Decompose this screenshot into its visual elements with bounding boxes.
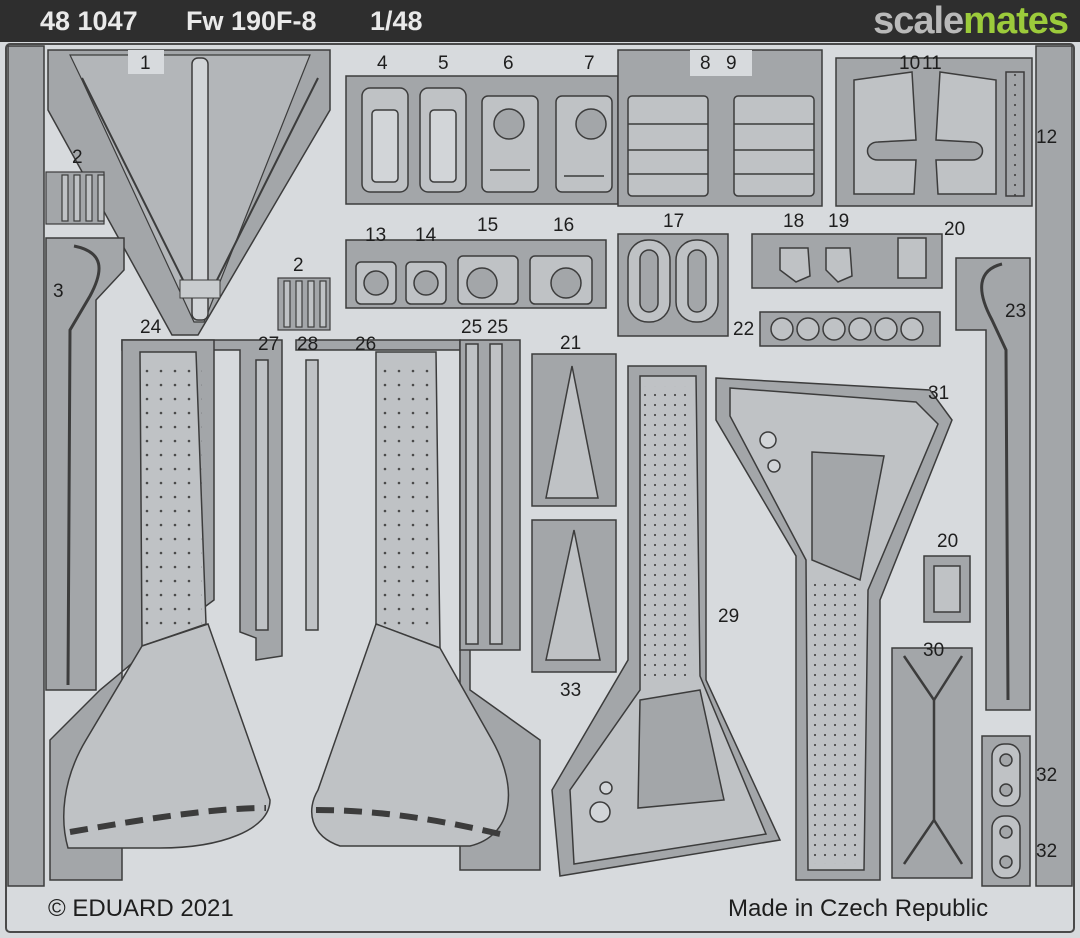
parts-18-20-levers [751, 233, 971, 623]
part-label: 6 [503, 53, 514, 74]
parts-4-7-panels [345, 75, 619, 205]
part-label: 4 [377, 53, 388, 74]
part-label: 20 [944, 219, 966, 240]
part-label: 31 [928, 383, 950, 404]
model-name: Fw 190F-8 [186, 6, 317, 36]
part-label: 20 [937, 531, 959, 552]
copyright-text: © EDUARD 2021 [48, 895, 234, 922]
catalog-number: 48 1047 [40, 6, 138, 36]
part-1-shape [47, 49, 331, 336]
part-label: 16 [553, 215, 575, 236]
part-label: 7 [584, 53, 595, 74]
part-label: 19 [828, 211, 850, 232]
part-label: 3 [53, 281, 64, 302]
part-label: 21 [560, 333, 582, 354]
part-label: 2 [293, 255, 304, 276]
part-label: 32 [1036, 765, 1058, 786]
watermark-part1: scale [873, 0, 964, 42]
part-label: 25 [487, 317, 509, 338]
header-bar: 48 1047 Fw 190F-8 1/48 scalemates [0, 0, 1080, 42]
part-label: 23 [1005, 301, 1027, 322]
part-31-panel [715, 377, 953, 881]
part-22-washers [759, 311, 941, 347]
part-29-panel [551, 365, 782, 877]
part-17-slots [617, 233, 729, 337]
part-label: 8 [700, 53, 711, 74]
part-label: 5 [438, 53, 449, 74]
part-label: 1 [140, 53, 151, 74]
scale-label: 1/48 [370, 6, 423, 36]
origin-text: Made in Czech Republic [728, 895, 989, 922]
part-2-strips [45, 171, 331, 331]
part-label: 9 [726, 53, 737, 74]
part-label: 10 [899, 53, 921, 74]
part-label: 30 [923, 640, 945, 661]
part-label: 11 [922, 53, 942, 74]
part-24-harness [49, 339, 283, 881]
part-label: 13 [365, 225, 387, 246]
scalemates-watermark: scalemates [873, 0, 1069, 42]
part-label: 12 [1036, 127, 1058, 148]
part-3-and-23-rods [45, 237, 1031, 711]
part-label: 17 [663, 211, 685, 232]
part-label: 28 [297, 334, 319, 355]
part-label: 22 [733, 319, 755, 340]
watermark-part2: mates [963, 0, 1069, 42]
parts-10-12-panels [835, 57, 1033, 207]
part-label: 2 [72, 147, 83, 168]
part-label: 24 [140, 317, 162, 338]
part-label: 15 [477, 215, 499, 236]
parts-8-9-panels [617, 49, 823, 207]
parts-13-16-gauges [345, 239, 607, 309]
part-30-frame [891, 647, 973, 879]
part-label: 32 [1036, 841, 1058, 862]
part-label: 26 [355, 334, 377, 355]
part-label: 29 [718, 606, 740, 627]
part-25-rods [459, 339, 521, 651]
part-32-links [981, 735, 1031, 887]
part-label: 14 [415, 225, 437, 246]
part-label: 33 [560, 680, 582, 701]
part-label: 27 [258, 334, 280, 355]
part-label: 18 [783, 211, 805, 232]
parts-21-33-plates [531, 353, 617, 673]
fret-frame [5, 43, 1075, 933]
part-label: 25 [461, 317, 483, 338]
part-26-harness [295, 339, 541, 871]
